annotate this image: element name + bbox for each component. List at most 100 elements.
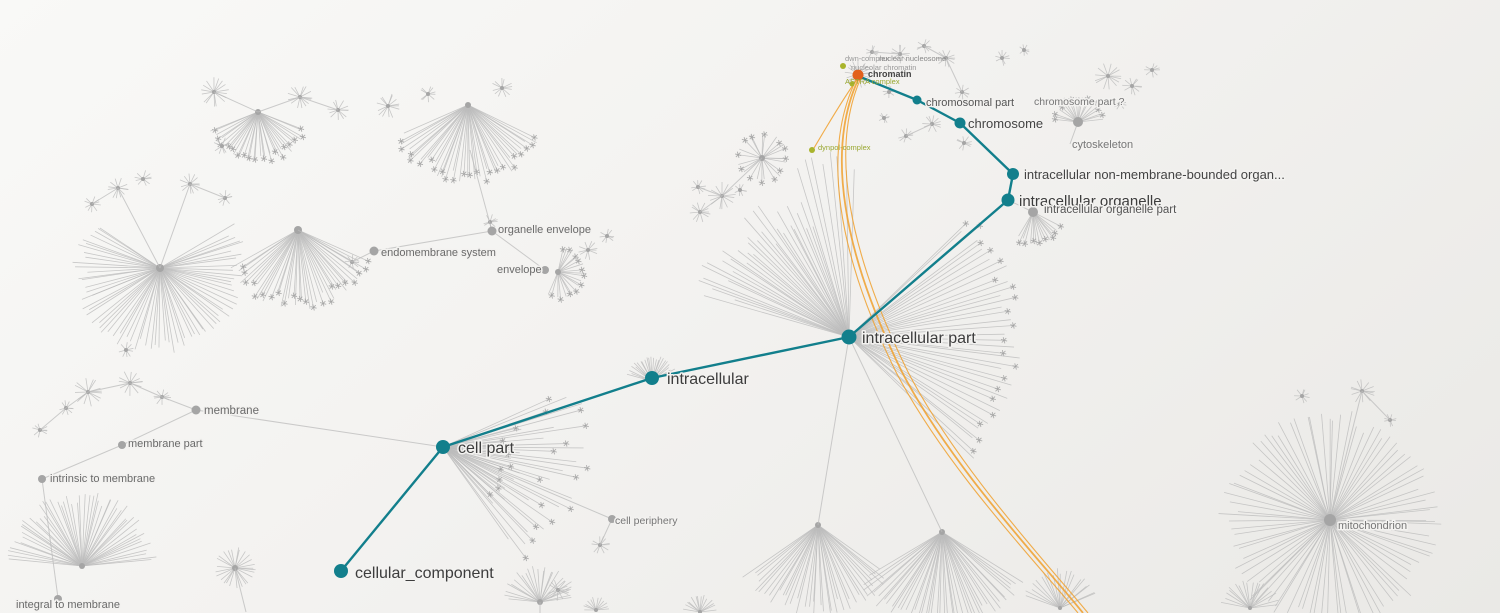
organelle-envelope-node[interactable] [487, 226, 497, 236]
cytoskeleton-node[interactable] [1073, 117, 1083, 127]
chromosome-node[interactable] [954, 117, 966, 129]
cluster-hub-node[interactable] [698, 610, 702, 613]
cluster-hub-node[interactable] [882, 116, 886, 120]
gray-edge [189, 183, 226, 199]
integral-to-membrane-node[interactable] [54, 595, 62, 603]
cluster-hub-node[interactable] [1058, 606, 1062, 610]
dynpol-complex-node[interactable] [809, 147, 815, 153]
cell-periphery-label[interactable]: cell periphery [614, 514, 680, 529]
leaf-node-mark [782, 145, 788, 152]
intracellular-part-node[interactable] [841, 329, 857, 345]
endomembrane-system-label[interactable]: endomembrane system [380, 246, 498, 261]
cluster-hub-node[interactable] [594, 608, 598, 612]
olive-complex-a-node[interactable] [840, 63, 846, 69]
cluster-hub-node[interactable] [220, 144, 224, 148]
cluster-hub-node[interactable] [555, 269, 561, 275]
intrinsic-to-membrane-label[interactable]: intrinsic to membrane [49, 472, 157, 487]
fan-cluster [797, 151, 855, 338]
organelle-envelope-label[interactable]: organelle envelope [497, 223, 593, 238]
cluster-hub-node[interactable] [386, 104, 390, 108]
fan-cluster [995, 50, 1010, 66]
leaf-node-mark [970, 448, 977, 454]
intracellular-part-label[interactable]: intracellular part [861, 329, 978, 349]
fan-cluster [956, 136, 972, 151]
intracellular-organelle-part-node[interactable] [1028, 207, 1038, 217]
leaf-node-mark [487, 491, 493, 498]
gray-edge [697, 186, 723, 197]
gray-edge [159, 183, 191, 269]
cytoskeleton-label[interactable]: cytoskeleton [1071, 138, 1135, 153]
cluster-hub-node[interactable] [586, 248, 590, 252]
cluster-hub-node[interactable] [1150, 68, 1154, 72]
cluster-hub-node[interactable] [79, 563, 85, 569]
cluster-hub-node[interactable] [1300, 394, 1304, 398]
cluster-hub-node[interactable] [1118, 102, 1122, 106]
intracellular-organelle-node[interactable] [1001, 193, 1015, 207]
mitochondrion-node[interactable] [1324, 514, 1336, 526]
envelope-label[interactable]: envelope [496, 263, 544, 278]
leaf-node-mark [303, 299, 309, 305]
gray-edge [41, 444, 123, 480]
cluster-hub-node[interactable] [465, 102, 471, 108]
mitochondrion-label[interactable]: mitochondrion [1337, 519, 1409, 534]
cluster-hub-node[interactable] [605, 234, 609, 238]
olive-complex-b-node[interactable] [849, 81, 855, 87]
cluster-hub-node[interactable] [1022, 48, 1026, 52]
leaf-node-mark [261, 156, 267, 162]
integral-to-membrane-label[interactable]: integral to membrane [15, 598, 122, 613]
chromosome-label[interactable]: chromosome [967, 115, 1045, 133]
cluster-hub-node[interactable] [426, 92, 430, 96]
cluster-hub-node[interactable] [738, 188, 742, 192]
non-membrane-organelle-node[interactable] [1007, 168, 1019, 180]
cluster-hub-node[interactable] [124, 348, 128, 352]
intrinsic-to-membrane-node[interactable] [38, 475, 46, 483]
leaf-node-mark [352, 280, 358, 286]
intracellular-organelle-part-label[interactable]: intracellular organelle part [1043, 203, 1179, 218]
cluster-hub-node[interactable] [141, 177, 145, 181]
envelope-node[interactable] [541, 266, 549, 274]
cluster-hub-node[interactable] [500, 86, 504, 90]
fan-cluster [134, 170, 152, 186]
leaf-node-mark [500, 438, 506, 444]
cluster-hub-node[interactable] [1130, 84, 1134, 88]
cluster-hub-node[interactable] [962, 141, 966, 145]
nucleosome-highlight-node[interactable] [852, 69, 864, 81]
leaf-node-mark [1010, 284, 1016, 290]
leaf-node-mark [329, 283, 335, 290]
gray-edge [1249, 519, 1331, 601]
cluster-hub-node[interactable] [1000, 56, 1004, 60]
intracellular-node[interactable] [645, 371, 659, 385]
leaf-node-mark [1010, 322, 1016, 329]
chromosomal-part-node[interactable] [912, 95, 922, 105]
membrane-part-label[interactable]: membrane part [127, 437, 205, 452]
fan-cluster [922, 115, 941, 133]
endomembrane-system-node[interactable] [369, 246, 379, 256]
fan-cluster [230, 226, 372, 311]
membrane-node[interactable] [191, 405, 201, 415]
membrane-part-node[interactable] [118, 441, 126, 449]
leaf-node-mark [1016, 240, 1022, 246]
cluster-hub-node[interactable] [887, 90, 891, 94]
leaf-node-mark [1001, 337, 1007, 343]
cell-periphery-node[interactable] [608, 515, 616, 523]
leaf-node-mark [292, 137, 298, 143]
leaf-node-mark [530, 142, 536, 148]
cluster-hub-node[interactable] [1248, 606, 1252, 610]
gray-edge [817, 336, 850, 526]
cellular-component-label[interactable]: cellular_component [354, 564, 496, 584]
cellular-component-node[interactable] [334, 564, 348, 578]
chromosomal-part-label[interactable]: chromosomal part [925, 96, 1016, 111]
intracellular-label[interactable]: intracellular [666, 370, 751, 390]
cell-part-node[interactable] [436, 440, 450, 454]
fan-cluster [1220, 580, 1279, 610]
cluster-hub-node[interactable] [1106, 74, 1110, 78]
chromosome-part-label[interactable]: chromosome part ? [1033, 95, 1127, 110]
gray-edge [117, 187, 161, 269]
membrane-label[interactable]: membrane [203, 404, 261, 419]
gray-edge [945, 57, 963, 93]
non-membrane-organelle-label[interactable]: intracellular non-membrane-bounded organ… [1023, 166, 1287, 184]
intracellular-organelle-label[interactable]: intracellular organelle [1018, 192, 1164, 212]
cell-part-label[interactable]: cell part [457, 439, 517, 459]
